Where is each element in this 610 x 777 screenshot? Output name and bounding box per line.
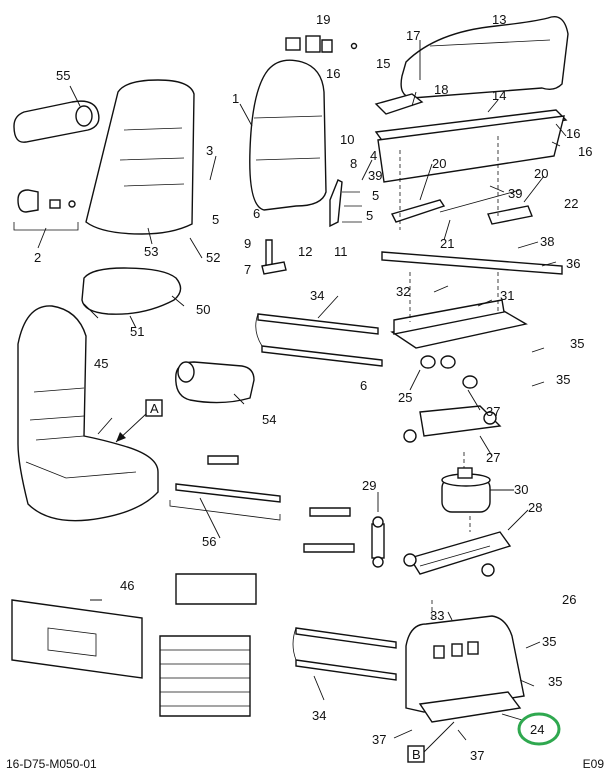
callout-13: 13: [492, 12, 506, 27]
callout-12: 12: [298, 244, 312, 259]
callout-27: 27: [486, 450, 500, 465]
callout-33: 33: [430, 608, 444, 623]
bolt-set-part: [303, 507, 355, 553]
callout-52: 52: [206, 250, 220, 265]
slide-rails-part: [374, 109, 568, 183]
callout-4: 4: [370, 148, 377, 163]
callout-21: 21: [440, 236, 454, 251]
callout-34b: 34: [312, 708, 326, 723]
callout-17: 17: [406, 28, 420, 43]
highlight-ring: [517, 712, 561, 746]
callout-15: 15: [376, 56, 390, 71]
callout-46: 46: [120, 578, 134, 593]
callout-11: 11: [334, 244, 348, 259]
rod-upper-part: [255, 313, 383, 367]
callout-38: 38: [540, 234, 554, 249]
callout-50: 50: [196, 302, 210, 317]
callout-6b: 6: [360, 378, 367, 393]
adjuster-knob-part: [17, 189, 76, 213]
callout-37b: 37: [372, 732, 386, 747]
callout-16c: 16: [578, 144, 592, 159]
seat-bracket-part: [329, 179, 362, 228]
callout-5c: 5: [372, 188, 379, 203]
callout-37a: 37: [486, 404, 500, 419]
callout-35d: 35: [548, 674, 562, 689]
callout-9: 9: [244, 236, 251, 251]
callout-18: 18: [434, 82, 448, 97]
view-pointer-a: [115, 399, 163, 443]
callout-26: 26: [562, 592, 576, 607]
pivot-arm-part: [261, 239, 287, 275]
callout-37c: 37: [470, 748, 484, 763]
callout-51: 51: [130, 324, 144, 339]
tie-bar-part: [169, 455, 281, 521]
shock-absorber-part: [371, 516, 385, 568]
lever-box-part: [374, 93, 424, 115]
base-frame-part: [405, 615, 525, 723]
callout-29: 29: [362, 478, 376, 493]
seat-pan-part: [400, 16, 569, 99]
callout-20a: 20: [432, 156, 446, 171]
upper-platform-part: [390, 299, 528, 389]
drawing-number: 16-D75-M050-01: [6, 757, 97, 771]
seat-frame-part: [249, 59, 327, 211]
callout-20b: 20: [534, 166, 548, 181]
callout-39b: 39: [508, 186, 522, 201]
callout-2: 2: [34, 250, 41, 265]
air-spring-part: [441, 467, 491, 513]
callout-35a: 35: [570, 336, 584, 351]
callout-labels: 1 2 3 4 5 5 5 6 6 7 8 9 10 11 12 13 14 1…: [34, 12, 592, 763]
armrest-part: [175, 361, 255, 404]
callout-55: 55: [56, 68, 70, 83]
bracket-hardware-part: [285, 35, 358, 53]
callout-35c: 35: [542, 634, 556, 649]
callout-6a: 6: [253, 206, 260, 221]
callout-32: 32: [396, 284, 410, 299]
callout-54: 54: [262, 412, 276, 427]
view-label-b: B: [412, 747, 421, 762]
callout-22: 22: [564, 196, 578, 211]
callout-45: 45: [94, 356, 108, 371]
bellows-part: [159, 573, 257, 717]
rod-lower-part: [292, 627, 397, 681]
callout-53: 53: [144, 244, 158, 259]
callout-16b: 16: [566, 126, 580, 141]
complete-seat-part: [17, 305, 159, 522]
callout-10: 10: [340, 132, 354, 147]
callout-16a: 16: [326, 66, 340, 81]
back-cushion-part: [85, 79, 195, 235]
riser-links-part: [390, 189, 533, 225]
callout-30: 30: [514, 482, 528, 497]
callout-28: 28: [528, 500, 542, 515]
callout-31: 31: [500, 288, 514, 303]
cushion-part: [81, 267, 182, 315]
callout-25: 25: [398, 390, 412, 405]
cross-bar-part: [381, 251, 563, 275]
callout-19: 19: [316, 12, 330, 27]
lower-scissor-part: [403, 531, 512, 577]
callout-35b: 35: [556, 372, 570, 387]
callout-5a: 5: [212, 212, 219, 227]
scissor-link-part: [403, 405, 502, 443]
view-label-a: A: [150, 401, 159, 416]
callout-36: 36: [566, 256, 580, 271]
callout-7: 7: [244, 262, 251, 277]
sheet-code: E09: [582, 757, 604, 771]
callout-5b: 5: [366, 208, 373, 223]
control-panel-part: [11, 599, 143, 679]
callout-1: 1: [232, 91, 239, 106]
armrest-pad-part: [13, 100, 100, 143]
view-pointer-b: [407, 721, 455, 763]
callout-56: 56: [202, 534, 216, 549]
callout-8: 8: [350, 156, 357, 171]
callout-34a: 34: [310, 288, 324, 303]
callout-39a: 39: [368, 168, 382, 183]
callout-3: 3: [206, 143, 213, 158]
callout-24: 24: [530, 722, 544, 737]
callout-14: 14: [492, 88, 506, 103]
